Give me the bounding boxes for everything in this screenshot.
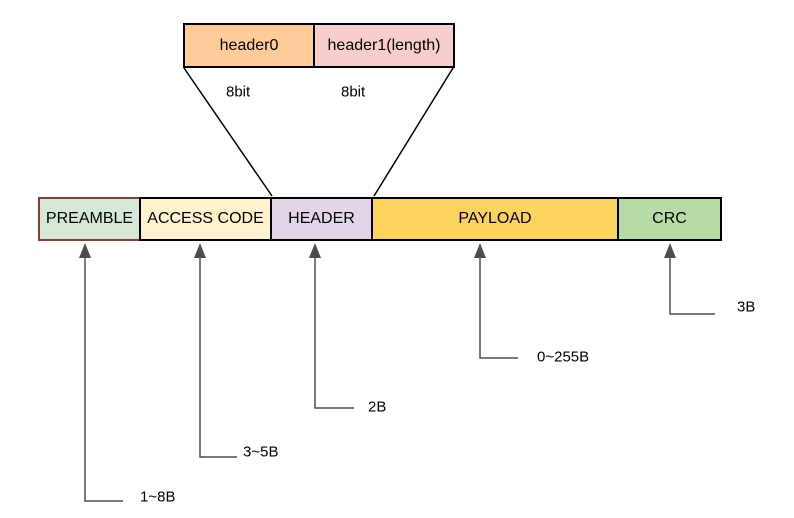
header1-label: header1(length): [327, 36, 441, 54]
preamble-field-label: PREAMBLE: [45, 210, 134, 227]
zoom-trapezoid-right-line: [373, 67, 454, 197]
payload-size-label: 0~255B: [537, 348, 590, 366]
crc-size-arrow-line: [669, 257, 715, 315]
header-field-box: HEADER: [270, 197, 373, 241]
header0-width-label: 8bit: [226, 83, 251, 101]
preamble-field-box: PREAMBLE: [38, 197, 141, 241]
crc-size-arrowhead-icon: [664, 243, 676, 258]
preamble-size-arrow-line: [84, 257, 123, 502]
zoom-trapezoid-left-line: [183, 67, 273, 197]
crc-size-label: 3B: [737, 298, 756, 316]
payload-size-arrowhead-icon: [474, 243, 486, 258]
crc-field-box: CRC: [617, 197, 722, 241]
header0-label: header0: [219, 36, 279, 54]
access-code-size-label: 3~5B: [243, 443, 279, 461]
header-size-arrow-line: [314, 257, 354, 409]
header1-width-label: 8bit: [341, 83, 366, 101]
header-size-arrowhead-icon: [309, 243, 321, 258]
header1-box: header1(length): [313, 23, 455, 68]
crc-field-label: CRC: [652, 210, 687, 227]
access-code-size-arrow-line: [199, 257, 237, 458]
payload-field-label: PAYLOAD: [458, 210, 532, 227]
header-field-label: HEADER: [288, 210, 355, 227]
preamble-size-arrowhead-icon: [79, 243, 91, 258]
preamble-size-label: 1~8B: [140, 488, 176, 506]
payload-size-arrow-line: [479, 257, 518, 359]
access-code-field-box: ACCESS CODE: [139, 197, 272, 241]
access-code-field-label: ACCESS CODE: [147, 210, 264, 227]
payload-field-box: PAYLOAD: [371, 197, 619, 241]
header-size-label: 2B: [368, 398, 387, 416]
access-code-size-arrowhead-icon: [194, 243, 206, 258]
header0-box: header0: [183, 23, 315, 68]
